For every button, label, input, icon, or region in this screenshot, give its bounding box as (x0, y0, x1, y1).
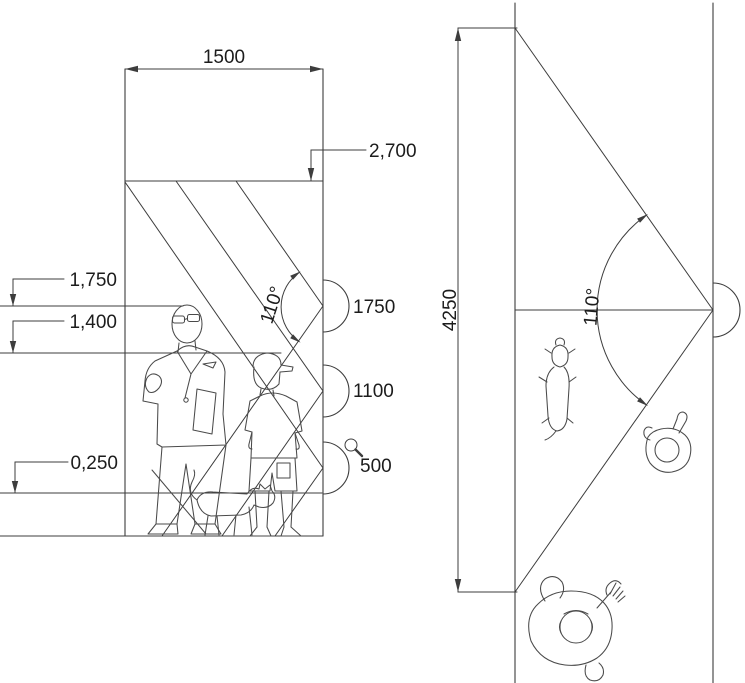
figure-adult-elevation (142, 304, 227, 535)
dimension-1500: 1500 (124, 47, 324, 73)
cone-ray (274, 467, 324, 537)
arrow-left-icon (125, 65, 138, 73)
height-1750-label: 1,750 (69, 270, 117, 291)
sensor-semicircle-500 (322, 441, 350, 495)
height-0250-label: 0,250 (70, 453, 118, 474)
walking-cane (151, 469, 207, 535)
cone-ray (221, 390, 324, 537)
cone-ray (235, 180, 324, 307)
dim-1500-label: 1500 (203, 47, 245, 68)
plan-outline (514, 2, 714, 683)
sensor-semicircle-1100 (322, 364, 350, 418)
folder-icon (192, 388, 217, 435)
arrow-down-icon (9, 341, 17, 353)
arrow-down-icon (9, 294, 17, 306)
sensor-semicircle-1750 (322, 279, 350, 333)
elevation-view: 1500 2,700 1,750 1,400 0,250 (0, 47, 417, 537)
dim-2700-label: 2,700 (369, 141, 417, 162)
mount-1100-label: 1100 (353, 381, 394, 402)
height-label-1400: 1,400 (9, 312, 117, 354)
sensor-semicircle-plan (712, 282, 741, 338)
arc-arrow-icon (290, 271, 301, 280)
magnifier-icon (344, 438, 364, 458)
angle-110-plan: 110° (580, 214, 648, 406)
dimension-2700: 2,700 (307, 141, 417, 182)
detection-cones (124, 180, 324, 537)
cone-ray (514, 27, 714, 311)
cap-icon (252, 352, 294, 373)
arc-arrow-icon (637, 214, 648, 223)
figure-dog-plan (538, 337, 577, 441)
figure-cat-elevation (189, 469, 276, 536)
arrow-up-icon (454, 28, 462, 41)
figure-child-plan (643, 411, 692, 473)
dim-4250-label: 4250 (440, 289, 461, 331)
plan-cone (514, 27, 741, 593)
height-reference-lines (0, 305, 323, 494)
cone-ray (124, 181, 324, 469)
figure-adult-plan (528, 576, 626, 682)
arrow-down-icon (307, 168, 315, 181)
dimension-4250: 4250 (440, 27, 518, 593)
mount-500-label: 500 (360, 456, 392, 477)
arc-arrow-icon (290, 334, 301, 343)
arrow-down-icon (11, 481, 19, 493)
sensor-markers (322, 279, 350, 495)
mount-height-labels: 1750 1100 500 (344, 297, 395, 477)
height-1400-label: 1,400 (69, 312, 117, 333)
height-label-1750: 1,750 (9, 270, 117, 307)
cone-ray (175, 180, 324, 392)
arrow-right-icon (310, 65, 323, 73)
plan-view: 4250 110° (440, 2, 741, 683)
angle-110-elevation: 110° (257, 271, 301, 343)
sunglasses-icon (171, 315, 186, 324)
height-label-0250: 0,250 (11, 453, 118, 494)
cone-ray (514, 309, 714, 593)
cone-ray (161, 305, 324, 537)
angle-110-plan-label: 110° (580, 287, 604, 327)
mount-1750-label: 1750 (353, 297, 395, 318)
arc-arrow-icon (637, 397, 648, 406)
figure-child-elevation (244, 352, 303, 537)
arrow-down-icon (454, 579, 462, 592)
